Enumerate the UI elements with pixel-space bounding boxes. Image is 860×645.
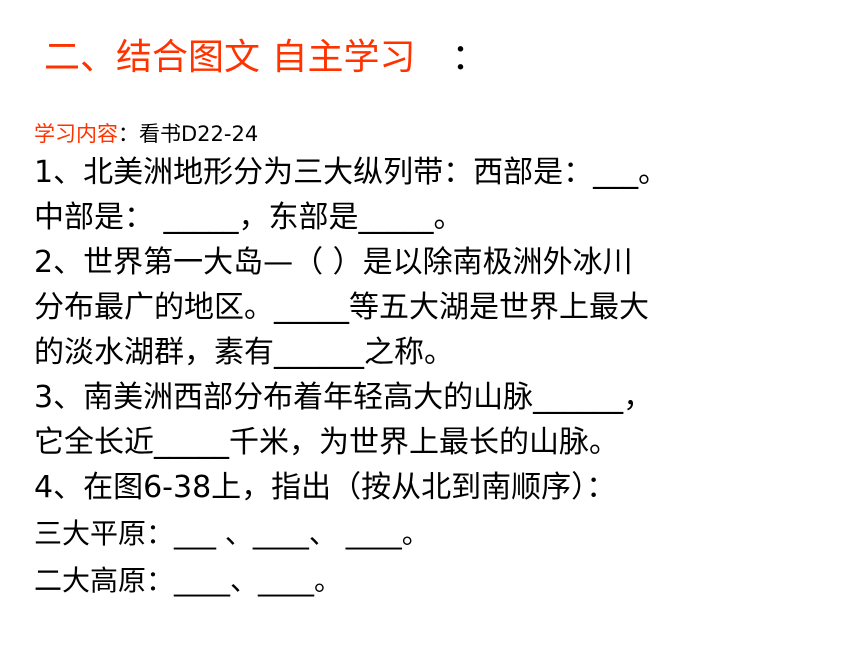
question-line-9: 三大平原：___ 、____、 ____。 bbox=[34, 517, 430, 550]
section-title-text: 二、结合图文 自主学习 bbox=[44, 37, 416, 78]
question-line-4: 分布最广的地区。_____等五大湖是世界上最大 bbox=[34, 290, 649, 325]
question-line-7: 它全长近_____千米，为世界上最长的山脉。 bbox=[34, 425, 619, 460]
question-line-2: 中部是： _____，东部是_____。 bbox=[34, 200, 464, 235]
question-line-8: 4、在图6-38上，指出（按从北到南顺序）： bbox=[34, 470, 617, 505]
question-line-5: 的淡水湖群，素有______之称。 bbox=[34, 335, 454, 370]
question-line-10: 二大高原：____、____。 bbox=[34, 564, 343, 597]
question-line-3: 2、世界第一大岛—（ ）是以除南极洲外冰川 bbox=[34, 245, 633, 280]
question-line-6: 3、南美洲西部分布着年轻高大的山脉______， bbox=[34, 380, 654, 415]
study-content-text: ：看书D22-24 bbox=[118, 122, 259, 146]
question-line-1: 1、北美洲地形分为三大纵列带：西部是：___。 bbox=[34, 155, 669, 190]
title-colon: ： bbox=[451, 37, 488, 78]
section-title: 二、结合图文 自主学习 ： bbox=[44, 28, 487, 80]
study-content-label: 学习内容 bbox=[34, 122, 118, 146]
question-list: 1、北美洲地形分为三大纵列带：西部是：___。 中部是： _____，东部是__… bbox=[34, 150, 834, 604]
study-content: 学习内容：看书D22-24 bbox=[34, 118, 258, 148]
